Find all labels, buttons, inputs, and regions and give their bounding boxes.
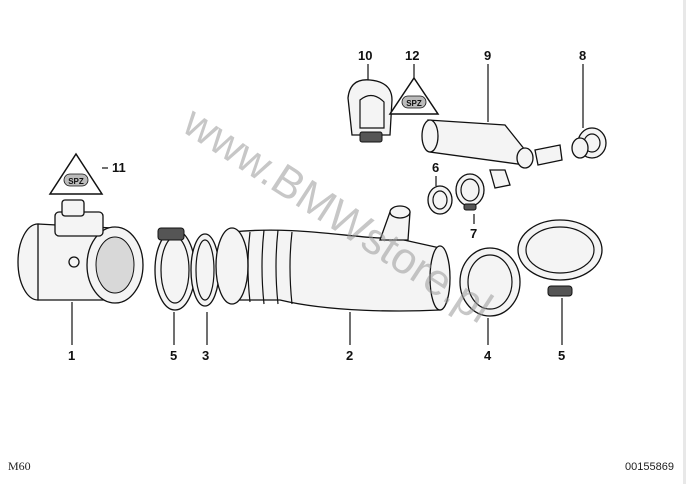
model-label: M60: [8, 459, 31, 473]
callout-12: 12: [405, 48, 419, 63]
callout-1: 1: [68, 348, 75, 363]
part-9-valve[interactable]: [421, 119, 563, 189]
part-6-ring[interactable]: [427, 185, 453, 215]
warning-badge-text: SPZ: [406, 99, 422, 108]
part-3-ring[interactable]: [190, 233, 220, 307]
part-7-clamp[interactable]: [455, 173, 485, 211]
callout-7: 7: [470, 226, 477, 241]
part-1-air-mass-meter[interactable]: [17, 199, 144, 304]
callout-6: 6: [432, 160, 439, 175]
part-8-connector[interactable]: [571, 127, 607, 159]
diagram-id: 00155869: [625, 461, 674, 473]
callout-4: 4: [484, 348, 492, 363]
right-edge: [683, 0, 686, 484]
leader-lines: [71, 64, 584, 345]
part-5-hose-clamp-right[interactable]: [517, 219, 603, 297]
callout-5-left: 5: [170, 348, 177, 363]
callout-10: 10: [358, 48, 372, 63]
callout-2: 2: [346, 348, 353, 363]
part-5-hose-clamp-left[interactable]: [154, 227, 196, 311]
part-10-bracket[interactable]: [347, 79, 393, 143]
callout-8: 8: [579, 48, 586, 63]
warning-symbol-12: SPZ: [388, 76, 440, 115]
callout-numbers: 1 5 3 2 4 5 6 7 8 9 10 11 12: [68, 48, 586, 363]
callout-3: 3: [202, 348, 209, 363]
callout-9: 9: [484, 48, 491, 63]
warning-symbol-11: SPZ: [48, 152, 104, 195]
callout-5-right: 5: [558, 348, 565, 363]
callout-11: 11: [112, 160, 126, 175]
part-2-intake-boot[interactable]: [215, 205, 451, 312]
part-4-ring[interactable]: [459, 247, 521, 317]
warning-badge-text: SPZ: [68, 177, 84, 186]
